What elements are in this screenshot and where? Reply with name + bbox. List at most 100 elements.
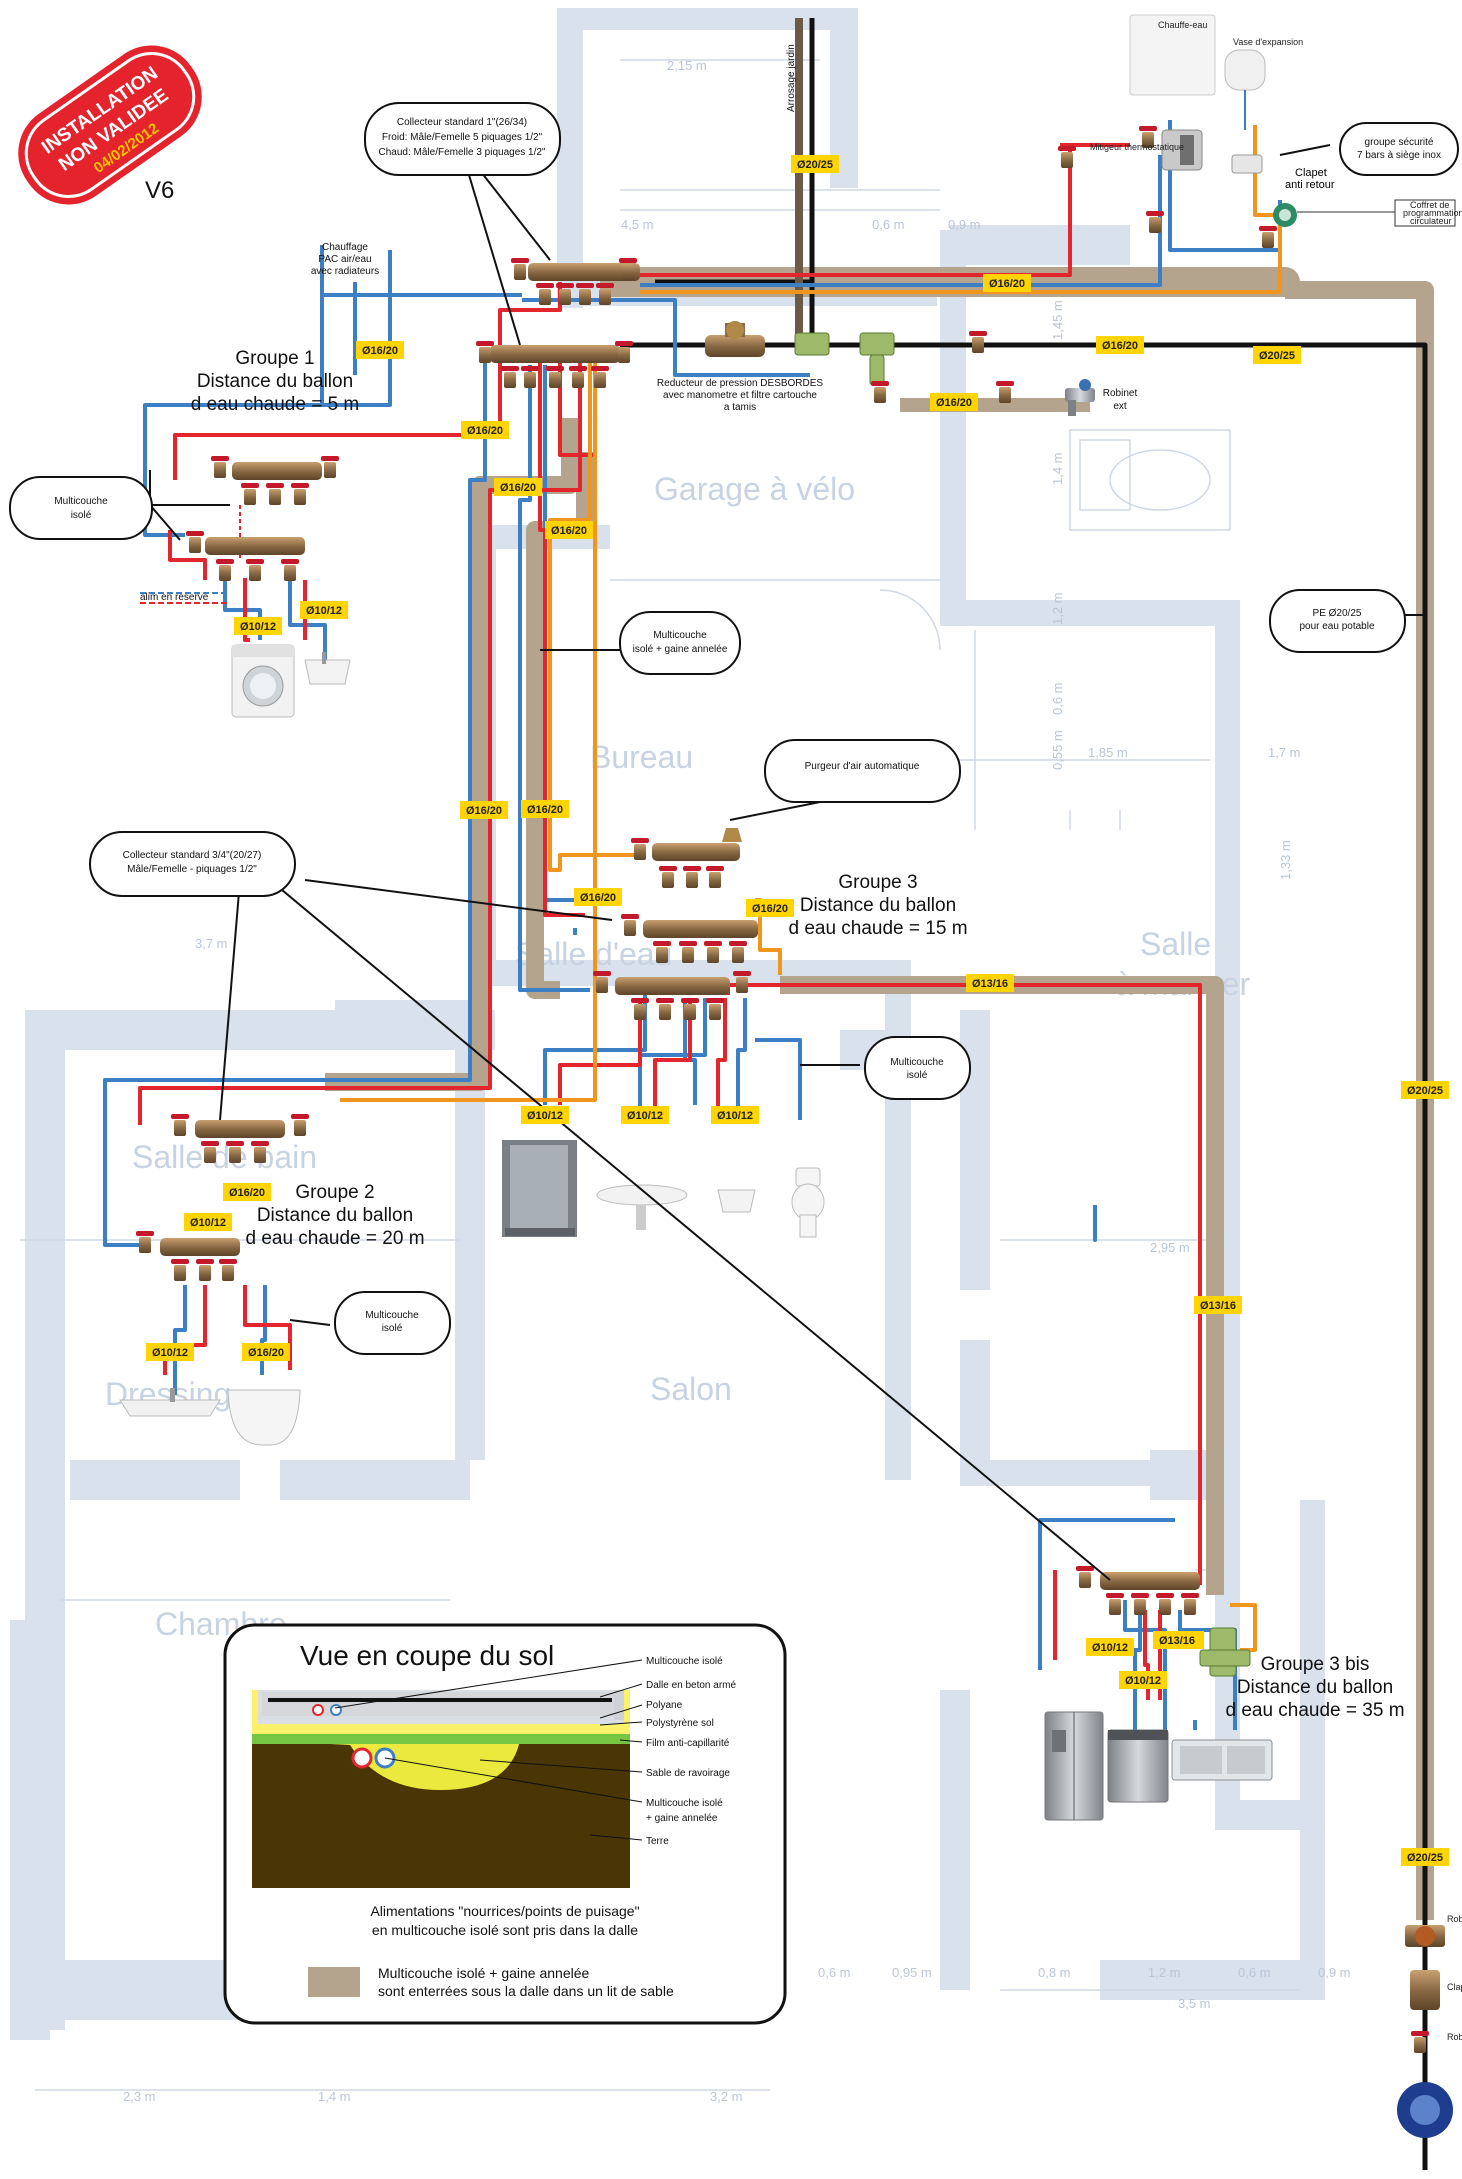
bottom-valves: Robinet d'arrivée Clapet anti retour Rob… bbox=[1397, 1914, 1462, 2138]
pipe-diameter-text: Ø10/12 bbox=[1125, 1675, 1161, 1687]
dimension: 0,6 m bbox=[1050, 682, 1065, 715]
svg-text:isolé: isolé bbox=[382, 1323, 403, 1334]
washing-machine-icon bbox=[231, 644, 295, 718]
dimension: 1,4 m bbox=[1050, 452, 1065, 485]
legend-swatch-1: Multicouche isolé + gaine annelée bbox=[378, 1965, 590, 1981]
dimension: 0,95 m bbox=[892, 1965, 932, 1980]
dimension: 3,5 m bbox=[1178, 1996, 1211, 2011]
pipe-diameter-text: Ø10/12 bbox=[717, 1110, 753, 1122]
svg-text:PE Ø20/25: PE Ø20/25 bbox=[1313, 608, 1362, 619]
pipe-diameter-text: Ø16/20 bbox=[551, 525, 587, 537]
group3-line2: Distance du ballon bbox=[800, 895, 956, 916]
pipe-diameter-text: Ø16/20 bbox=[466, 805, 502, 817]
pipe-diameter-tag: Ø13/16 bbox=[966, 974, 1014, 992]
sink-g1-icon bbox=[304, 652, 351, 685]
pipe-diameter-tag: Ø20/25 bbox=[1253, 346, 1301, 364]
pipe-diameter-tag: Ø20/25 bbox=[1401, 1081, 1449, 1099]
group2-title: Groupe 2 bbox=[295, 1182, 374, 1203]
legend-layer-sable: Sable de ravoirage bbox=[646, 1768, 730, 1779]
clapet-label-1: Clapet bbox=[1295, 167, 1327, 179]
dishwasher-icon bbox=[1107, 1729, 1169, 1803]
pipe-diameter-tag: Ø16/20 bbox=[983, 274, 1031, 292]
vase-expansion-label: Vase d'expansion bbox=[1233, 37, 1303, 47]
dimension: 4,5 m bbox=[621, 217, 654, 232]
pipe-diameter-text: Ø20/25 bbox=[797, 159, 833, 171]
callout-collecteur-1: Collecteur standard 1"(26/34) Froid: Mâl… bbox=[364, 102, 561, 176]
dimension: 0,8 m bbox=[1038, 1965, 1071, 1980]
floor-plan-thin-lines bbox=[20, 59, 1300, 2091]
legend-layer-gaine: + gaine annelée bbox=[646, 1813, 718, 1824]
soil-section bbox=[252, 1690, 630, 1888]
pipe-diameter-tag: Ø13/16 bbox=[1153, 1631, 1201, 1649]
pipe-diameter-text: Ø13/16 bbox=[972, 978, 1008, 990]
pipe-diameter-tag: Ø20/25 bbox=[791, 155, 839, 173]
manifold-g3-top bbox=[631, 828, 742, 888]
group-titles: Groupe 1 Distance du ballon d eau chaude… bbox=[191, 348, 1405, 1721]
pipe-diameter-text: Ø10/12 bbox=[306, 605, 342, 617]
callout-multicouche-3: Multicouche isolé bbox=[334, 1291, 451, 1355]
svg-text:groupe sécurité: groupe sécurité bbox=[1365, 137, 1434, 148]
fridge-icon bbox=[1044, 1711, 1104, 1821]
group1-title: Groupe 1 bbox=[235, 348, 314, 369]
dimension: 1,7 m bbox=[1268, 745, 1301, 760]
svg-text:7 bars à siège inox: 7 bars à siège inox bbox=[1357, 150, 1441, 161]
dimension: 1,33 m bbox=[1278, 840, 1293, 880]
dimension: 0,6 m bbox=[818, 1965, 851, 1980]
pipe-diameter-tag: Ø16/20 bbox=[521, 800, 569, 818]
pipe-diameter-text: Ø16/20 bbox=[580, 892, 616, 904]
validation-stamp: INSTALLATION NON VALIDEE 04/02/2012 bbox=[18, 45, 202, 205]
room-garage: Garage à vélo bbox=[654, 471, 855, 507]
chauffage-label-3: avec radiateurs bbox=[311, 266, 379, 277]
chauffage-label-2: PAC air/eau bbox=[318, 254, 371, 265]
bathtub-icon bbox=[227, 1389, 301, 1446]
pipe-diameter-text: Ø10/12 bbox=[190, 1217, 226, 1229]
room-salle-bain: Salle de bain bbox=[132, 1139, 317, 1175]
manifold-g2-cold bbox=[136, 1231, 240, 1281]
coffret-box bbox=[1394, 199, 1456, 227]
pipe-diameter-text: Ø16/20 bbox=[1102, 340, 1138, 352]
chauffage-label-1: Chauffage bbox=[322, 242, 368, 253]
svg-text:isolé: isolé bbox=[71, 510, 92, 521]
small-sink-icon bbox=[717, 1189, 756, 1213]
robinet-ext-label-1: Robinet bbox=[1103, 388, 1138, 399]
svg-text:Chaud: Mâle/Femelle 3 piquages: Chaud: Mâle/Femelle 3 piquages 1/2" bbox=[379, 147, 546, 158]
manifold-g3-mid bbox=[621, 914, 758, 963]
pipe-diameter-tag: Ø10/12 bbox=[146, 1343, 194, 1361]
callout-pe: PE Ø20/25 pour eau potable bbox=[1269, 589, 1406, 653]
legend-swatch-2: sont enterrées sous la dalle dans un lit… bbox=[378, 1983, 674, 1999]
callout-multicouche-1: Multicouche isolé bbox=[9, 476, 153, 540]
legend-title: Vue en coupe du sol bbox=[300, 1640, 554, 1671]
pipe-diameter-text: Ø10/12 bbox=[627, 1110, 663, 1122]
appliances: Robinet d'arrivée Clapet anti retour Rob… bbox=[119, 644, 1462, 2138]
pipe-diameter-text: Ø10/12 bbox=[240, 621, 276, 633]
hot-pipes bbox=[138, 143, 1202, 1700]
dimension: 1,85 m bbox=[1088, 745, 1128, 760]
pipe-diameter-text: Ø16/20 bbox=[467, 425, 503, 437]
robinet-ext-icon bbox=[1065, 379, 1095, 416]
pipe-diameter-tag: Ø10/12 bbox=[234, 617, 282, 635]
pipe-diameter-tag: Ø10/12 bbox=[621, 1106, 669, 1124]
pipe-diameter-tag: Ø16/20 bbox=[930, 393, 978, 411]
svg-text:Mâle/Femelle - piquages 1/2": Mâle/Femelle - piquages 1/2" bbox=[127, 864, 257, 875]
legend-box: Vue en coupe du sol Multicouche isol bbox=[223, 1623, 787, 2025]
group2-line3: d eau chaude = 20 m bbox=[245, 1228, 424, 1249]
dimension-labels: 2,15 m 4,5 m 0,6 m 0,9 m 1,85 m 1,7 m 3,… bbox=[123, 58, 1351, 2104]
chauffe-eau-label: Chauffe-eau bbox=[1158, 20, 1207, 30]
legend-note-1: Alimentations "nourrices/points de puisa… bbox=[370, 1903, 639, 1919]
toilet-icon bbox=[791, 1167, 825, 1238]
dimension: 1,4 m bbox=[318, 2089, 351, 2104]
group3bis-title: Groupe 3 bis bbox=[1261, 1654, 1370, 1675]
misc-labels: Chauffage PAC air/eau avec radiateurs Ar… bbox=[140, 44, 1137, 603]
pipe-diameter-text: Ø13/16 bbox=[1200, 1300, 1236, 1312]
pipe-diameter-text: Ø16/20 bbox=[500, 482, 536, 494]
callout-multicouche-gaine: Multicouche isolé + gaine annelée bbox=[619, 611, 741, 675]
pipe-diameter-tag: Ø13/16 bbox=[1194, 1296, 1242, 1314]
reducteur-label-3: a tamis bbox=[724, 402, 756, 413]
group1-line2: Distance du ballon bbox=[197, 371, 353, 392]
room-salon: Salon bbox=[650, 1371, 732, 1407]
pipe-diameter-text: Ø16/20 bbox=[248, 1347, 284, 1359]
air-purger-icon bbox=[722, 828, 742, 842]
pipe-diameter-tag: Ø10/12 bbox=[1086, 1638, 1134, 1656]
